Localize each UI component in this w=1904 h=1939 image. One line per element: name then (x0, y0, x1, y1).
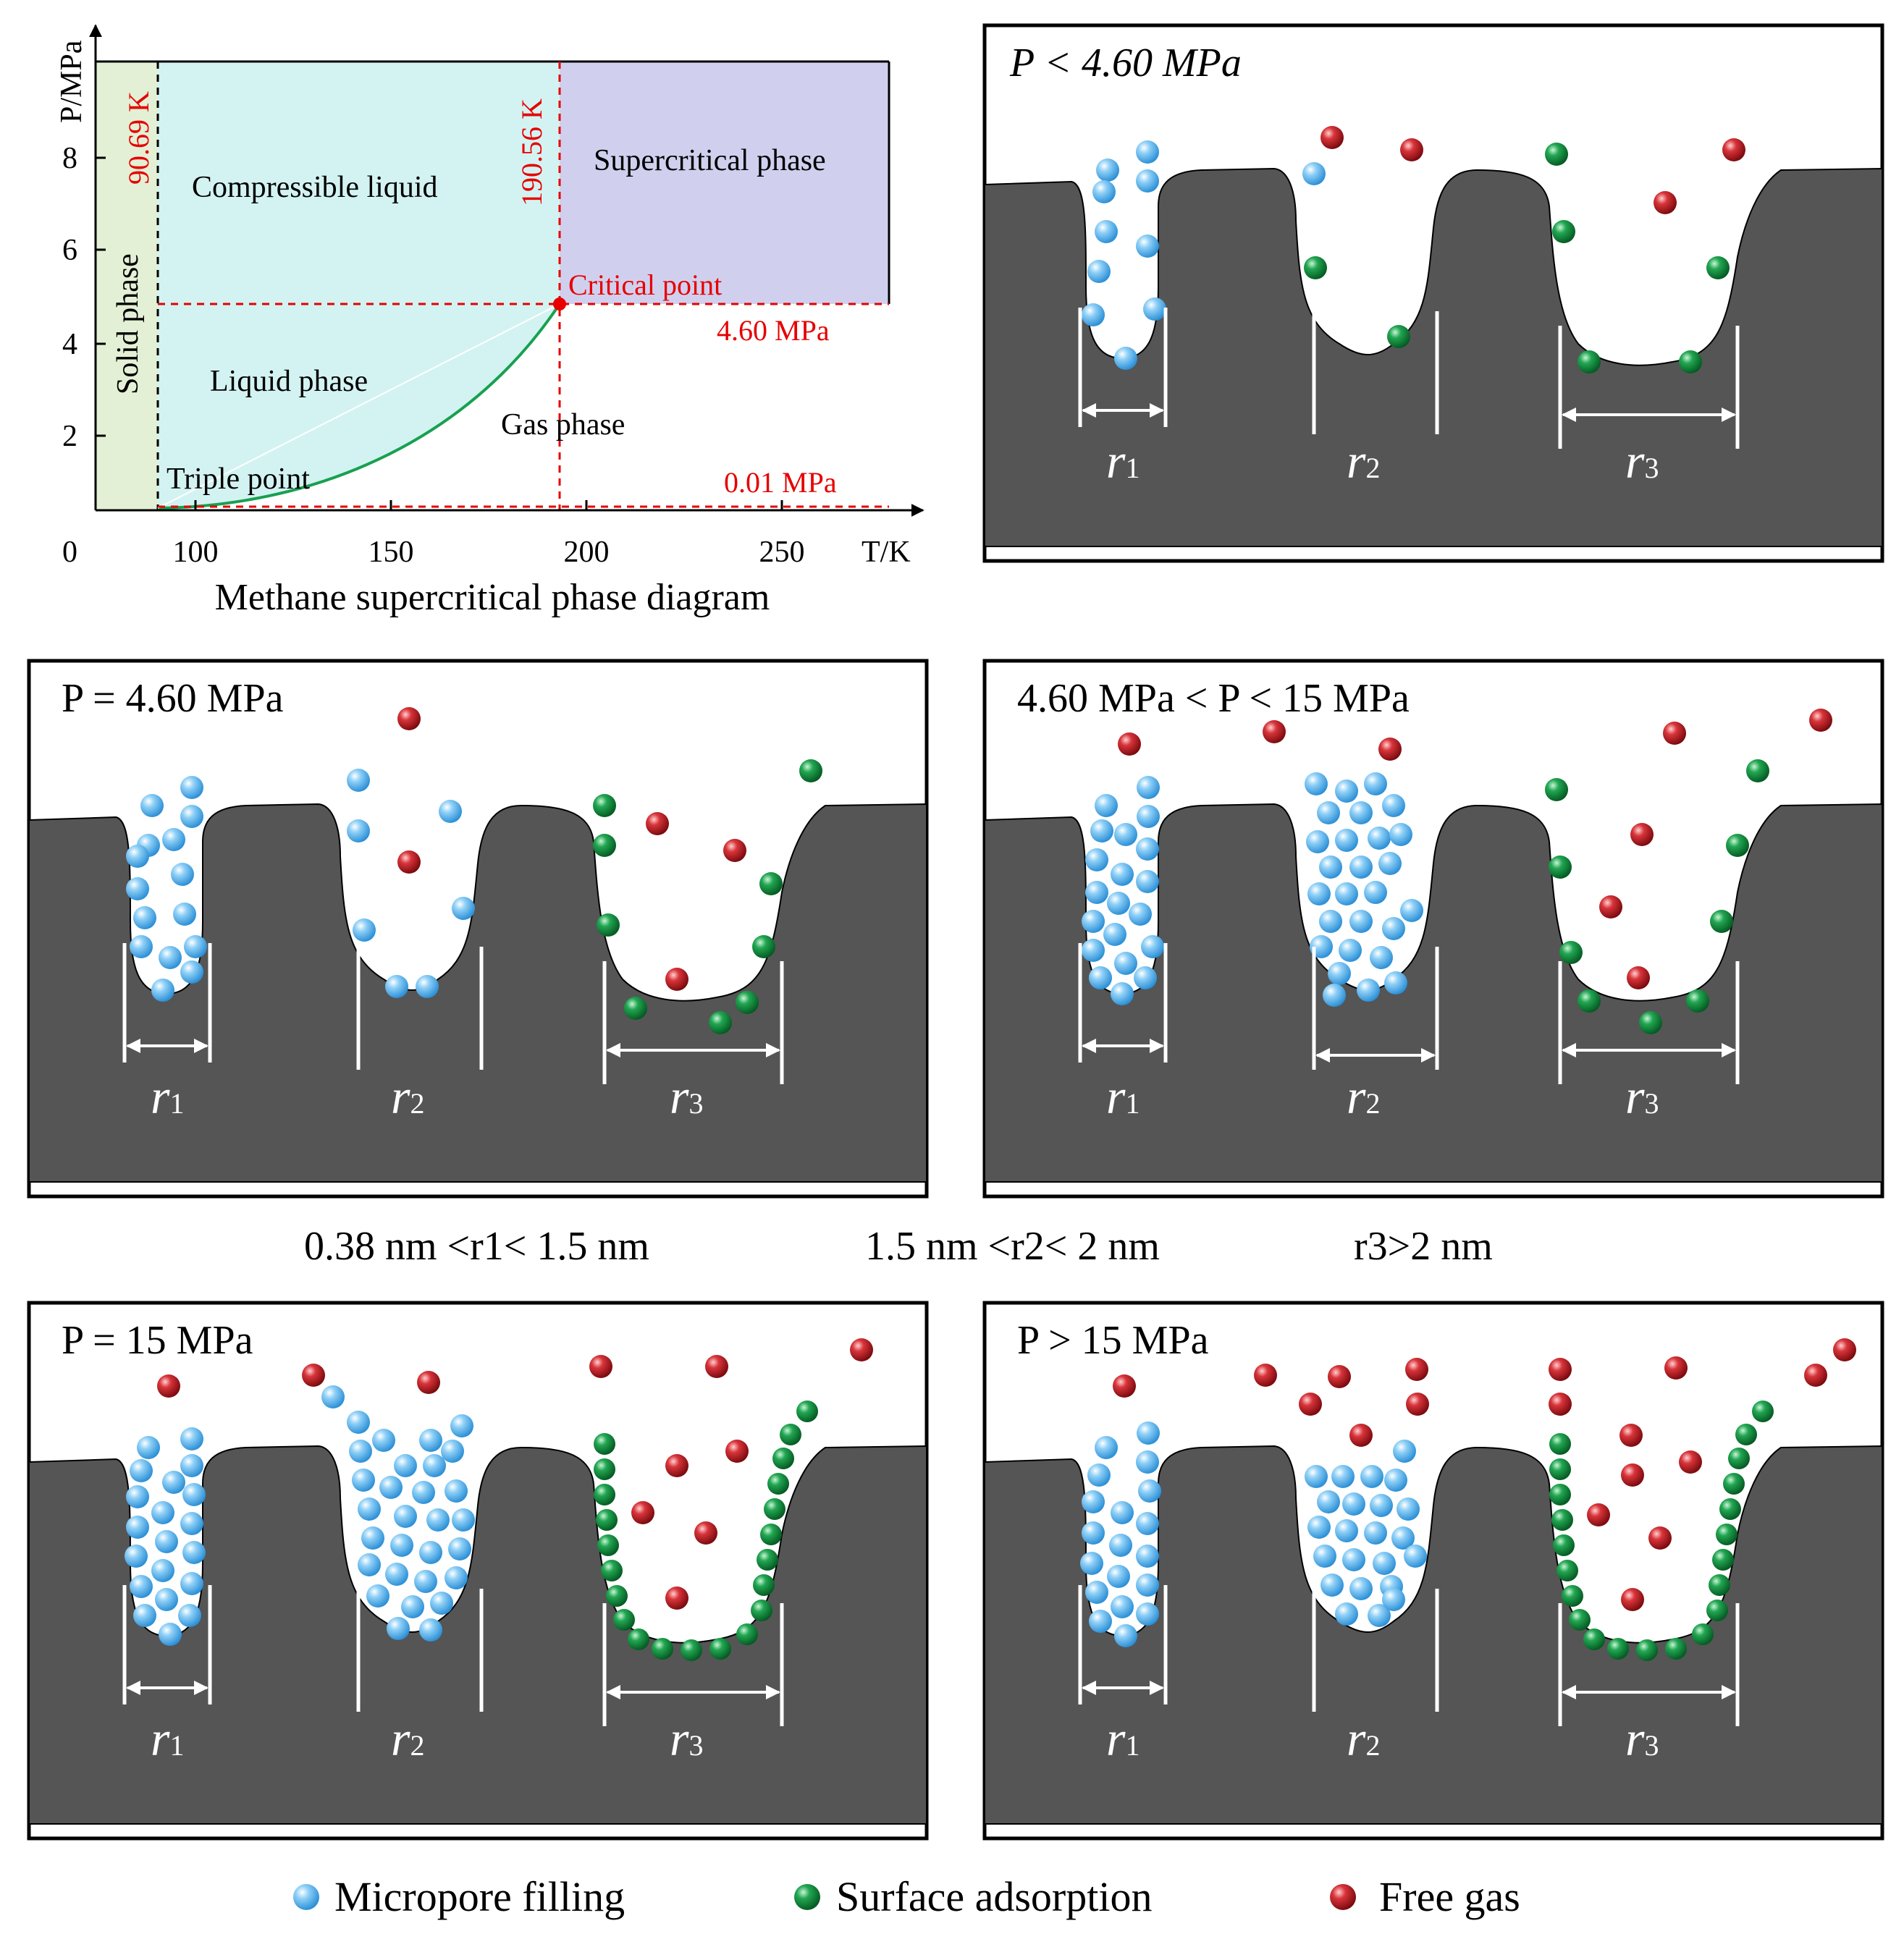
panel-p-between: 4.60 MPa < P < 15 MPa (982, 659, 1884, 1199)
panel-p-above-15: P > 15 MPa (982, 1301, 1884, 1841)
molecules (1080, 1338, 1856, 1661)
r2-label: r2 (391, 1069, 424, 1124)
molecules (126, 707, 822, 1034)
boiling-curve (157, 303, 561, 510)
pore-dimensions (1078, 943, 1740, 1084)
critical-point-marker (553, 297, 566, 311)
critical-pressure-label: 4.60 MPa (717, 314, 830, 347)
molecules (125, 1338, 873, 1661)
r3-label: r3 (670, 1711, 703, 1766)
y-tick-4: 4 (62, 328, 77, 361)
pore-size-ranges: 0.38 nm <r1< 1.5 nm 1.5 nm <r2< 2 nm r3>… (304, 1224, 1493, 1269)
r3-label: r3 (1625, 1069, 1659, 1124)
r3-range: r3>2 nm (1354, 1224, 1493, 1269)
diagram-caption: Methane supercritical phase diagram (215, 577, 770, 618)
r3-label: r3 (670, 1069, 703, 1124)
y-tick-2: 2 (62, 420, 77, 453)
y-tick-marks (96, 156, 106, 437)
x-tick-250: 250 (759, 536, 805, 569)
surface-legend-icon (794, 1884, 820, 1910)
x-tick-100: 100 (173, 536, 219, 569)
panel-title: P = 4.60 MPa (62, 676, 284, 721)
phase-diagram: P/MPa 8 6 4 2 0 100 150 200 250 T/K Meth… (55, 24, 924, 618)
molecules (1082, 709, 1832, 1034)
panel-title: P < 4.60 MPa (1009, 41, 1242, 85)
critical-point-label: Critical point (568, 269, 722, 301)
panel-title: P > 15 MPa (1017, 1318, 1209, 1363)
r1-label: r1 (151, 1069, 184, 1124)
liquid-gas-line (157, 303, 560, 509)
panel-p-below-critical: P < 4.60 MPa r1 r2 r3 (982, 23, 1884, 563)
r1-label: r1 (151, 1711, 184, 1766)
x-tick-200: 200 (564, 536, 610, 569)
y-tick-8: 8 (62, 142, 77, 175)
supercritical-region (560, 62, 889, 304)
solid-phase-label: Solid phase (111, 253, 145, 394)
compressible-liquid-label: Compressible liquid (192, 171, 438, 204)
gas-phase-label: Gas phase (501, 408, 625, 442)
r1-label: r1 (1106, 1711, 1140, 1766)
y-axis-label: P/MPa (55, 40, 88, 123)
panel-title: 4.60 MPa < P < 15 MPa (1017, 676, 1410, 721)
r1-label: r1 (1106, 1069, 1140, 1124)
free-gas-legend-icon (1330, 1884, 1356, 1910)
panel-p-equals-critical: P = 4.60 MPa (27, 659, 929, 1199)
r2-label: r2 (1347, 1069, 1380, 1124)
triple-point-label: Triple point (167, 462, 310, 496)
pore-dimensions (1078, 1585, 1740, 1726)
panel-title: P = 15 MPa (62, 1318, 253, 1363)
y-tick-6: 6 (62, 234, 77, 267)
micropore-legend-icon (293, 1884, 319, 1910)
r2-range: 1.5 nm <r2< 2 nm (865, 1224, 1160, 1269)
triple-temp-label: 90.69 K (122, 91, 155, 185)
legend: Micropore filling Surface adsorption Fre… (293, 1873, 1520, 1920)
pore-dimensions (1078, 308, 1740, 449)
r3-label: r3 (1625, 1711, 1659, 1766)
pore-dimensions (122, 943, 784, 1084)
r1-range: 0.38 nm <r1< 1.5 nm (304, 1224, 649, 1269)
r3-label: r3 (1625, 434, 1659, 489)
free-gas-legend-label: Free gas (1379, 1873, 1520, 1920)
x-tick-0: 0 (62, 536, 77, 569)
pore-dimensions (122, 1585, 784, 1726)
solid-phase-region (96, 62, 158, 510)
x-tick-marks (194, 500, 783, 510)
x-axis-label: T/K (862, 536, 911, 569)
triple-pressure-label: 0.01 MPa (724, 466, 837, 499)
gas-region (158, 304, 889, 510)
r1-label: r1 (1106, 434, 1140, 489)
liquid-phase-label: Liquid phase (210, 365, 368, 398)
r2-label: r2 (1347, 1711, 1380, 1766)
micropore-legend-label: Micropore filling (334, 1873, 625, 1920)
r2-label: r2 (391, 1711, 424, 1766)
supercritical-label: Supercritical phase (594, 144, 826, 177)
x-tick-150: 150 (368, 536, 414, 569)
molecules (1082, 126, 1745, 373)
critical-temp-label: 190.56 K (515, 98, 548, 206)
surface-legend-label: Surface adsorption (836, 1873, 1152, 1920)
panel-p-equals-15: P = 15 MPa (27, 1301, 929, 1841)
r2-label: r2 (1347, 434, 1380, 489)
